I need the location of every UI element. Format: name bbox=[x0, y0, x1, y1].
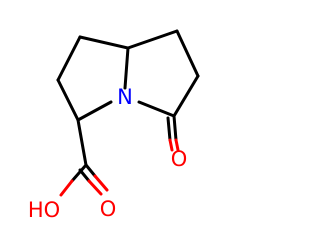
bond-ketone-carbon bbox=[172, 114, 178, 142]
bond-ring-left-lower-left bbox=[56, 78, 80, 122]
hydroxyl-oxygen-label: O bbox=[100, 197, 117, 221]
bond-ring-right-to-nitrogen bbox=[137, 100, 176, 118]
bond-bridge-to-nitrogen bbox=[123, 46, 130, 90]
nitrogen-label: N bbox=[117, 85, 133, 109]
bond-carboxyl-double-outer bbox=[84, 163, 97, 178]
bond-carboxyl-double-inner bbox=[78, 168, 91, 183]
ketone-oxygen-label: O bbox=[171, 147, 188, 171]
bond-ketone-oxygen bbox=[174, 138, 180, 152]
bond-ketone-inner-oxygen bbox=[168, 138, 174, 152]
bond-ketone-inner-carbon bbox=[166, 116, 172, 142]
bond-carboxyl-to-hydroxyl bbox=[70, 163, 88, 183]
bond-ring-to-carboxyl bbox=[76, 118, 88, 167]
bond-ring-left-to-nitrogen bbox=[76, 100, 113, 122]
bond-ring-left-top bbox=[78, 35, 130, 50]
acid-oxygen-label: HO bbox=[28, 198, 60, 222]
bond-carboxyl-double-inner-oxygen bbox=[87, 179, 103, 196]
bond-hydroxyl-oxygen bbox=[59, 179, 74, 197]
bond-ring-right-upper-right bbox=[175, 29, 200, 78]
bond-ring-right-top bbox=[126, 29, 179, 50]
bond-carboxyl-double-outer-oxygen bbox=[93, 174, 109, 192]
bond-ring-left-upper-left bbox=[56, 35, 82, 82]
molecule-structure: N O O HO bbox=[28, 29, 200, 222]
bond-ring-right-lower-right bbox=[172, 74, 200, 118]
